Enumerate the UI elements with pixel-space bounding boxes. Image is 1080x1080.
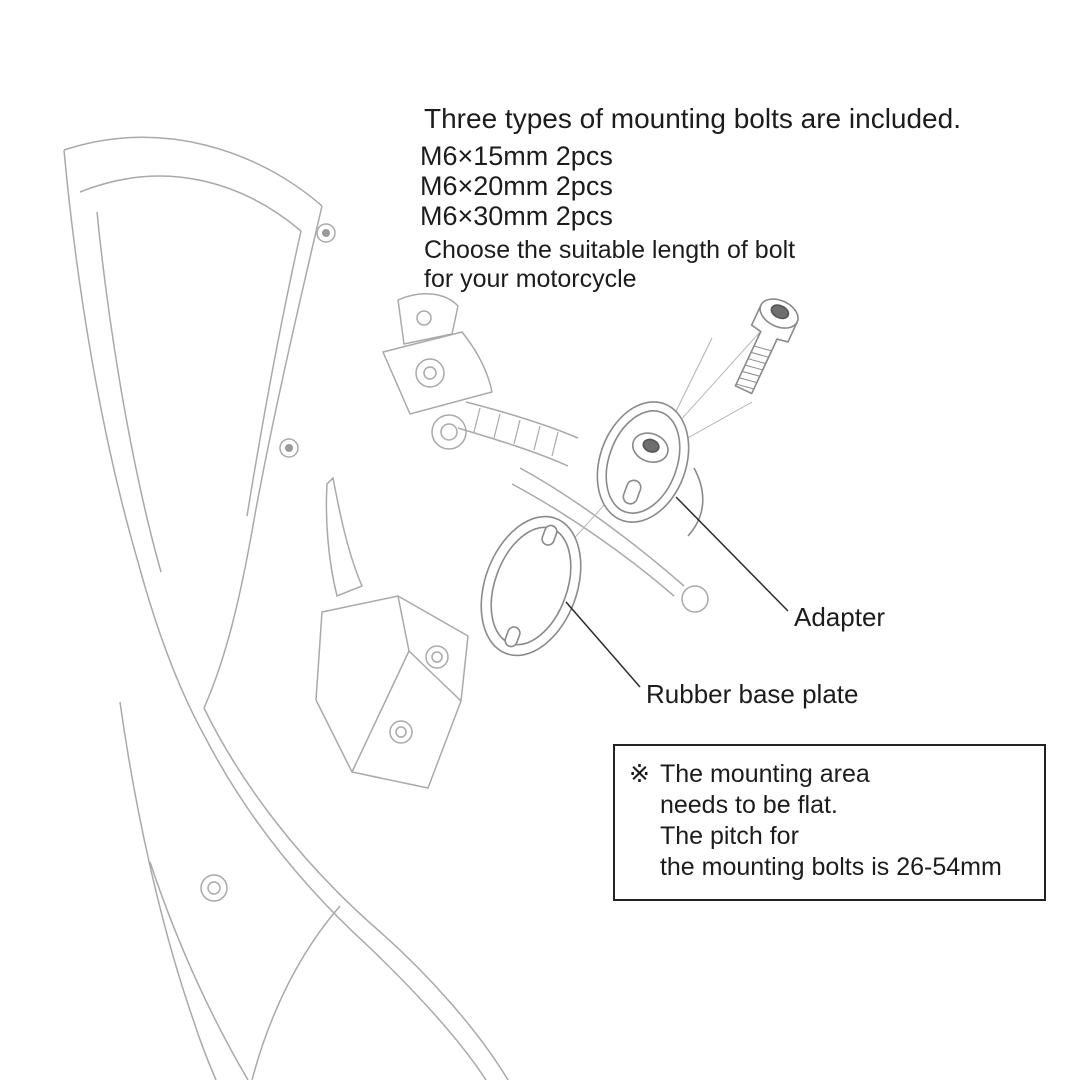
rotation-arc [687, 467, 704, 537]
adapter-leader-line [675, 496, 789, 612]
base-plate-leader-line [565, 601, 641, 688]
note-box: ※ The mounting area needs to be flat. Th… [613, 744, 1046, 901]
note-reference-mark: ※ [629, 760, 650, 788]
motorcycle-sketch [63, 136, 709, 1080]
rubber-base-plate-label: Rubber base plate [646, 679, 859, 709]
bolt-illustration [734, 298, 799, 395]
title-text: Three types of mounting bolts are includ… [424, 103, 961, 134]
note-text: The mounting area needs to be flat. The … [660, 759, 1002, 883]
exploded-parts [480, 298, 799, 657]
leader-lines [565, 496, 789, 688]
note-line-4: the mounting bolts is 26-54mm [659, 853, 1002, 881]
bolt-spec-line-2: M6×20mm 2pcs [420, 171, 613, 201]
note-line-2: needs to be flat. [659, 791, 838, 819]
instruction-line-2: for your motorcycle [424, 265, 637, 293]
bolt-spec-line-1: M6×15mm 2pcs [420, 141, 613, 171]
bolt-spec-line-3: M6×30mm 2pcs [420, 201, 613, 231]
adapter-illustration [596, 401, 690, 523]
instruction-line-1: Choose the suitable length of bolt [424, 236, 796, 264]
note-line-1: The mounting area [659, 760, 870, 788]
adapter-label: Adapter [794, 602, 886, 632]
rubber-base-plate-illustration [480, 515, 582, 657]
note-line-3: The pitch for [659, 822, 799, 850]
